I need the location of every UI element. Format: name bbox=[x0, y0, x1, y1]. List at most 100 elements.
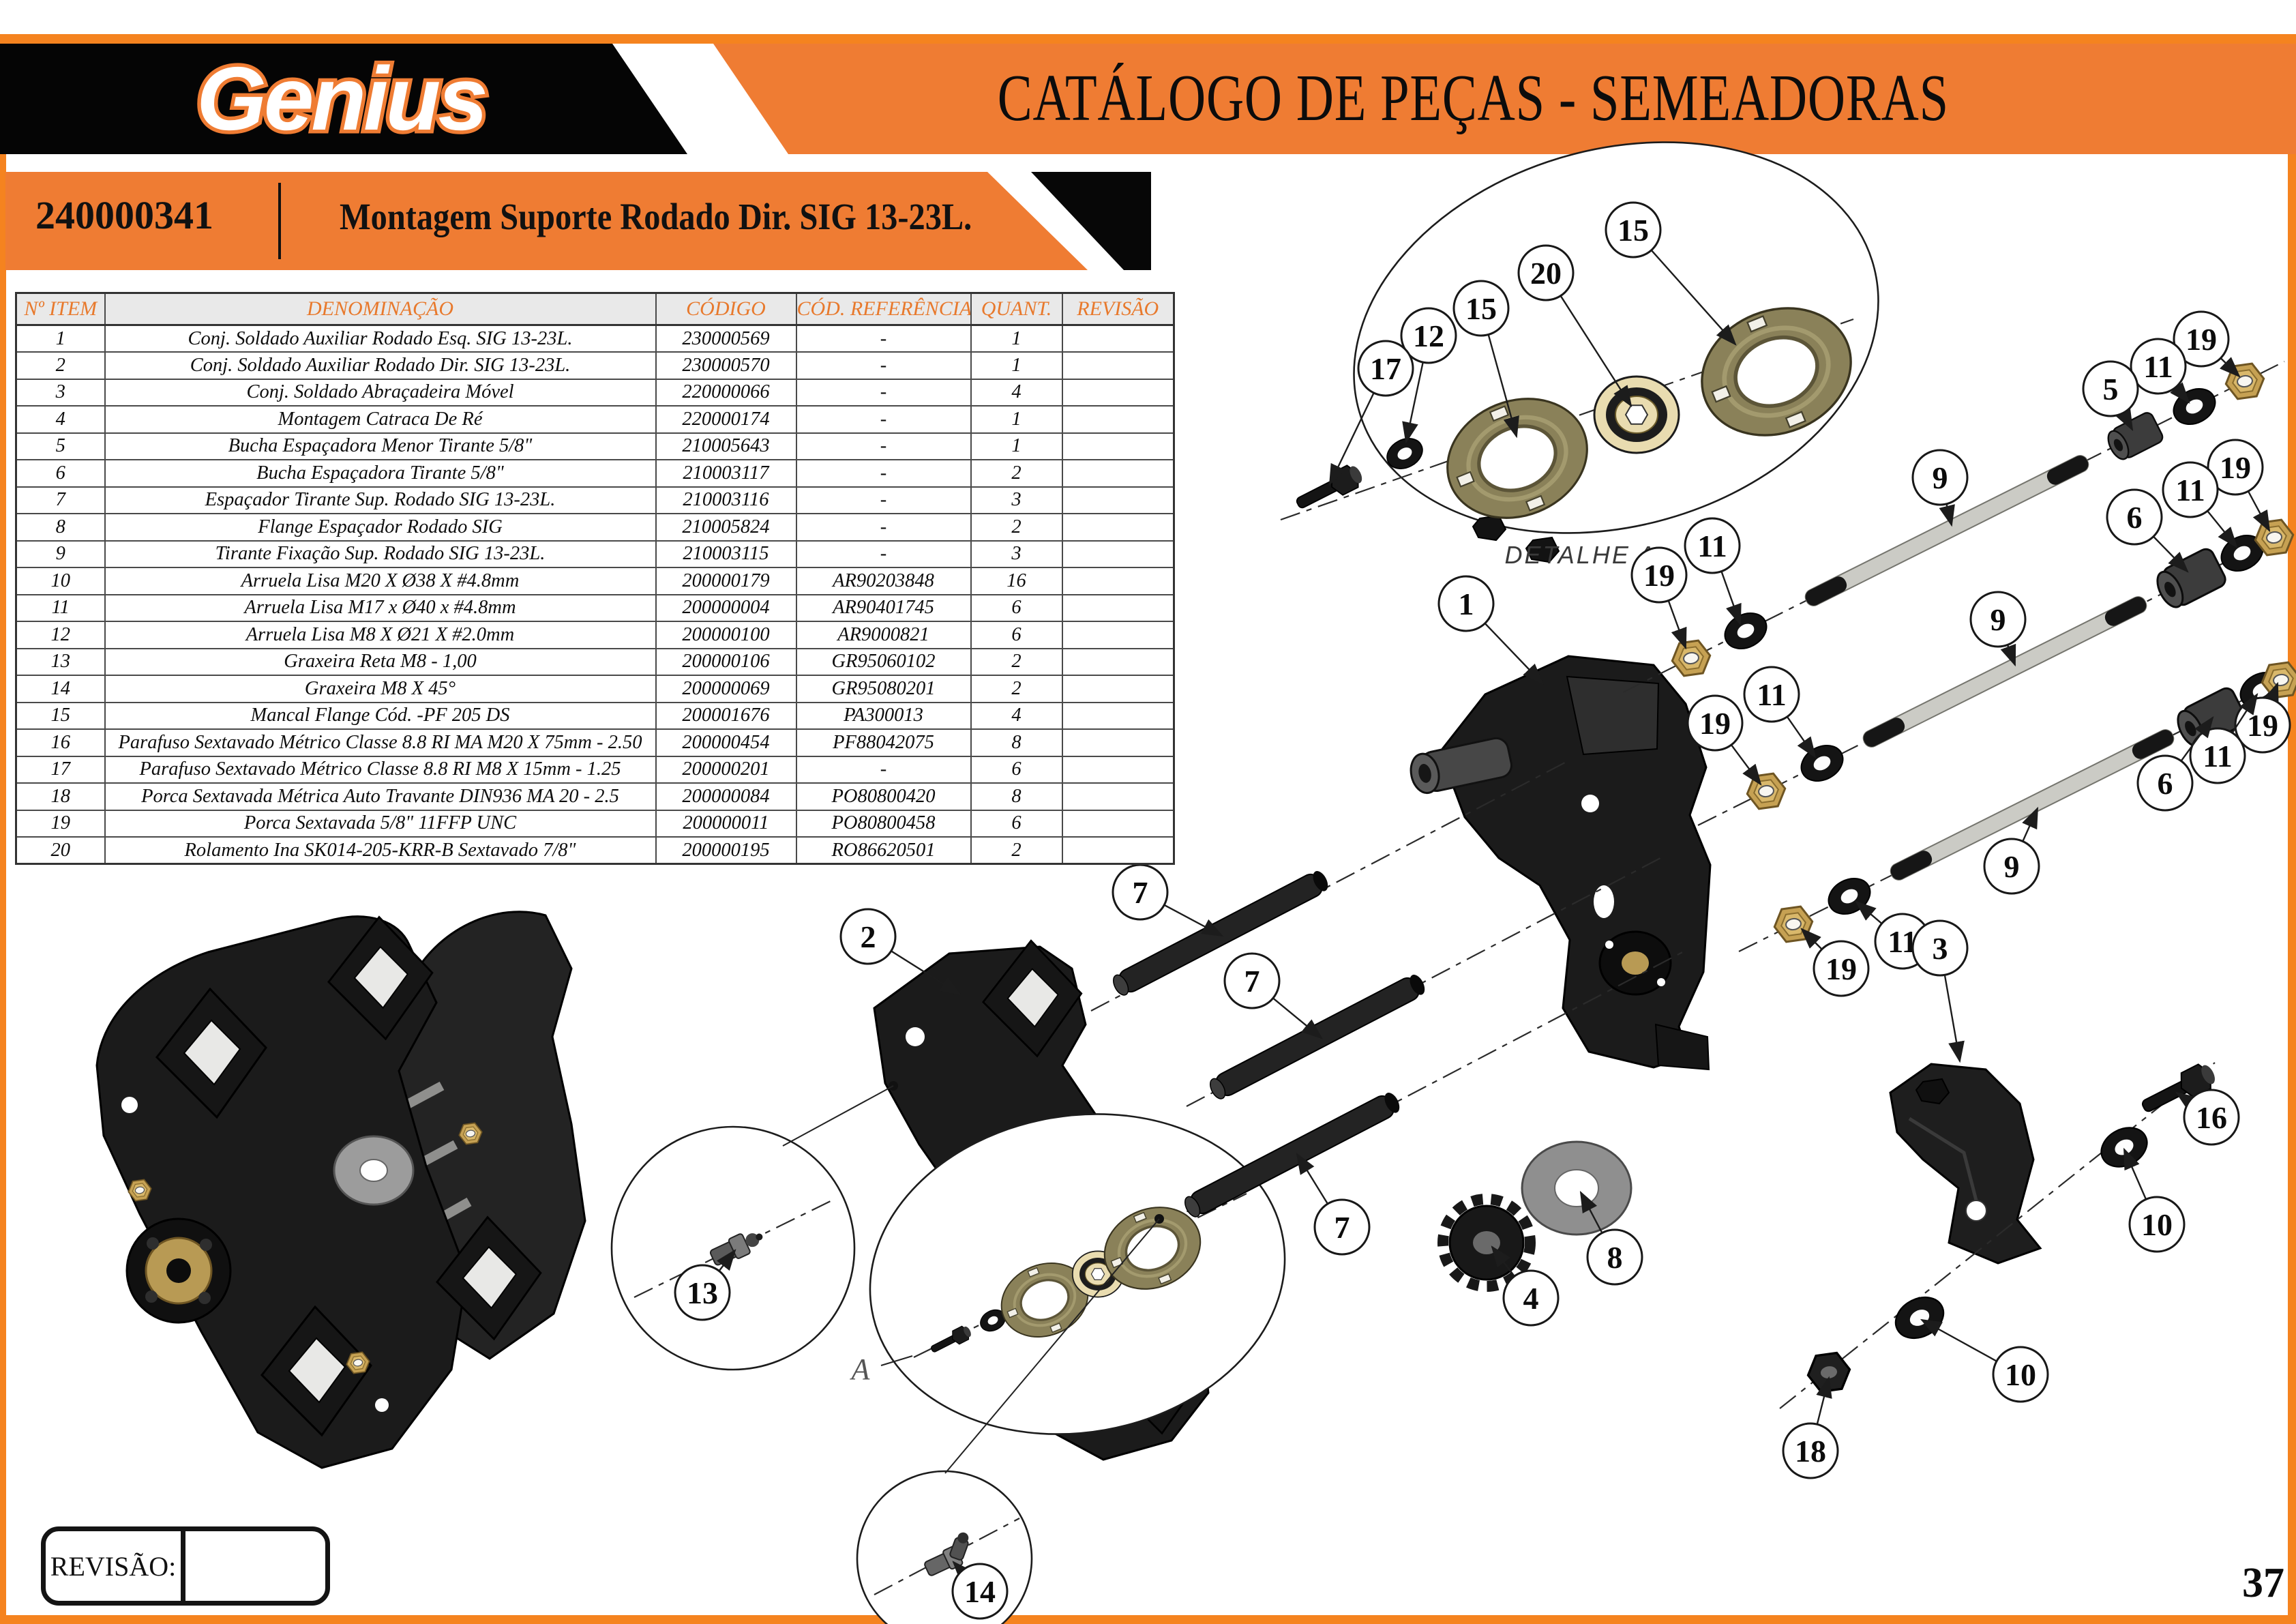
table-cell bbox=[1061, 755, 1175, 784]
svg-text:9: 9 bbox=[2004, 849, 2020, 884]
balloon-1: 1 bbox=[1437, 575, 1544, 685]
table-cell: 15 bbox=[15, 701, 106, 730]
banner-divider bbox=[278, 183, 281, 259]
svg-text:6: 6 bbox=[2158, 766, 2173, 801]
table-cell: 220000174 bbox=[655, 405, 797, 434]
table-cell: 14 bbox=[15, 675, 106, 703]
balloon-8: 8 bbox=[1579, 1190, 1643, 1286]
svg-text:7: 7 bbox=[1335, 1210, 1350, 1245]
balloon-11: 11 bbox=[2162, 461, 2238, 548]
table-cell: 7 bbox=[15, 486, 106, 514]
balloon-15: 15 bbox=[1605, 201, 1737, 346]
table-cell bbox=[1061, 836, 1175, 865]
revision-box: REVISÃO: bbox=[41, 1526, 330, 1606]
title-band bbox=[713, 44, 2296, 154]
table-cell: 2 bbox=[970, 836, 1063, 865]
table-cell: 12 bbox=[15, 621, 106, 649]
table-cell: 2 bbox=[970, 647, 1063, 676]
balloon-3: 3 bbox=[1911, 919, 1969, 1063]
table-cell: AR90401745 bbox=[795, 593, 972, 622]
balloon-19: 19 bbox=[1630, 546, 1688, 650]
svg-text:20: 20 bbox=[1530, 256, 1562, 291]
table-cell: Tirante Fixação Sup. Rodado SIG 13-23L. bbox=[104, 540, 657, 568]
svg-text:11: 11 bbox=[2143, 349, 2173, 384]
logo-band bbox=[0, 44, 687, 154]
svg-text:17: 17 bbox=[1370, 351, 1401, 386]
table-cell: Graxeira M8 X 45° bbox=[104, 675, 657, 703]
svg-text:19: 19 bbox=[2247, 708, 2278, 743]
table-cell: 1 bbox=[970, 351, 1063, 380]
table-cell: 11 bbox=[15, 593, 106, 622]
table-cell: 210005643 bbox=[655, 432, 797, 460]
table-cell: 200000179 bbox=[655, 567, 797, 595]
table-cell: Conj. Soldado Auxiliar Rodado Dir. SIG 1… bbox=[104, 351, 657, 380]
assembly-left bbox=[95, 911, 586, 1469]
table-cell: 210005824 bbox=[655, 513, 797, 542]
balloon-11: 11 bbox=[2130, 338, 2190, 404]
revision-label: REVISÃO: bbox=[46, 1531, 185, 1601]
table-cell: 4 bbox=[970, 378, 1063, 407]
table-cell bbox=[1061, 513, 1175, 542]
page-title: CATÁLOGO DE PEÇAS - SEMEADORAS bbox=[997, 61, 1949, 135]
svg-text:18: 18 bbox=[1795, 1434, 1826, 1468]
table-cell bbox=[1061, 621, 1175, 649]
table-cell bbox=[1061, 486, 1175, 514]
balloon-18: 18 bbox=[1782, 1376, 1839, 1479]
table-cell: PO80800458 bbox=[795, 809, 972, 838]
table-cell: 4 bbox=[970, 701, 1063, 730]
table-cell: Porca Sextavada 5/8" 11FFP UNC bbox=[104, 809, 657, 838]
svg-text:19: 19 bbox=[1643, 558, 1675, 593]
svg-text:12: 12 bbox=[1413, 319, 1444, 353]
table-cell bbox=[1061, 378, 1175, 407]
svg-text:6: 6 bbox=[2127, 500, 2143, 535]
table-cell: Bucha Espaçadora Tirante 5/8" bbox=[104, 459, 657, 488]
table-cell: 200000100 bbox=[655, 621, 797, 649]
table-cell: Bucha Espaçadora Menor Tirante 5/8" bbox=[104, 432, 657, 460]
table-cell bbox=[1061, 432, 1175, 460]
table-cell: 13 bbox=[15, 647, 106, 676]
table-cell: GR95080201 bbox=[795, 675, 972, 703]
balloon-7: 7 bbox=[1223, 952, 1323, 1039]
balloon-11: 11 bbox=[2189, 692, 2258, 784]
table-cell: 230000569 bbox=[655, 324, 797, 353]
table-cell: Espaçador Tirante Sup. Rodado SIG 13-23L… bbox=[104, 486, 657, 514]
balloon-13: 13 bbox=[674, 1249, 736, 1321]
table-cell: GR95060102 bbox=[795, 647, 972, 676]
svg-text:2: 2 bbox=[861, 919, 876, 954]
genius-logo: Genius bbox=[193, 45, 492, 152]
table-cell: 210003117 bbox=[655, 459, 797, 488]
table-cell: Mancal Flange Cód. -PF 205 DS bbox=[104, 701, 657, 730]
table-cell: 200000195 bbox=[655, 836, 797, 865]
table-cell: PO80800420 bbox=[795, 782, 972, 811]
svg-text:14: 14 bbox=[964, 1574, 996, 1609]
balloon-11: 11 bbox=[1684, 517, 1742, 626]
table-cell: 2 bbox=[970, 675, 1063, 703]
table-cell: Flange Espaçador Rodado SIG bbox=[104, 513, 657, 542]
table-cell: - bbox=[795, 324, 972, 353]
column-header: REVISÃO bbox=[1061, 292, 1175, 326]
balloon-11: 11 bbox=[1855, 900, 1931, 970]
table-cell: - bbox=[795, 459, 972, 488]
balloon-7: 7 bbox=[1296, 1152, 1371, 1256]
table-cell bbox=[1061, 782, 1175, 811]
table-cell bbox=[1061, 647, 1175, 676]
table-cell: 20 bbox=[15, 836, 106, 865]
flange-disc-part8 bbox=[1521, 1140, 1632, 1236]
table-cell: - bbox=[795, 351, 972, 380]
table-cell: 1 bbox=[970, 405, 1063, 434]
column-header: CÓDIGO bbox=[655, 292, 797, 326]
table-cell: 4 bbox=[15, 405, 106, 434]
table-cell: - bbox=[795, 405, 972, 434]
balloon-11: 11 bbox=[1743, 666, 1817, 758]
table-cell: 16 bbox=[15, 728, 106, 757]
